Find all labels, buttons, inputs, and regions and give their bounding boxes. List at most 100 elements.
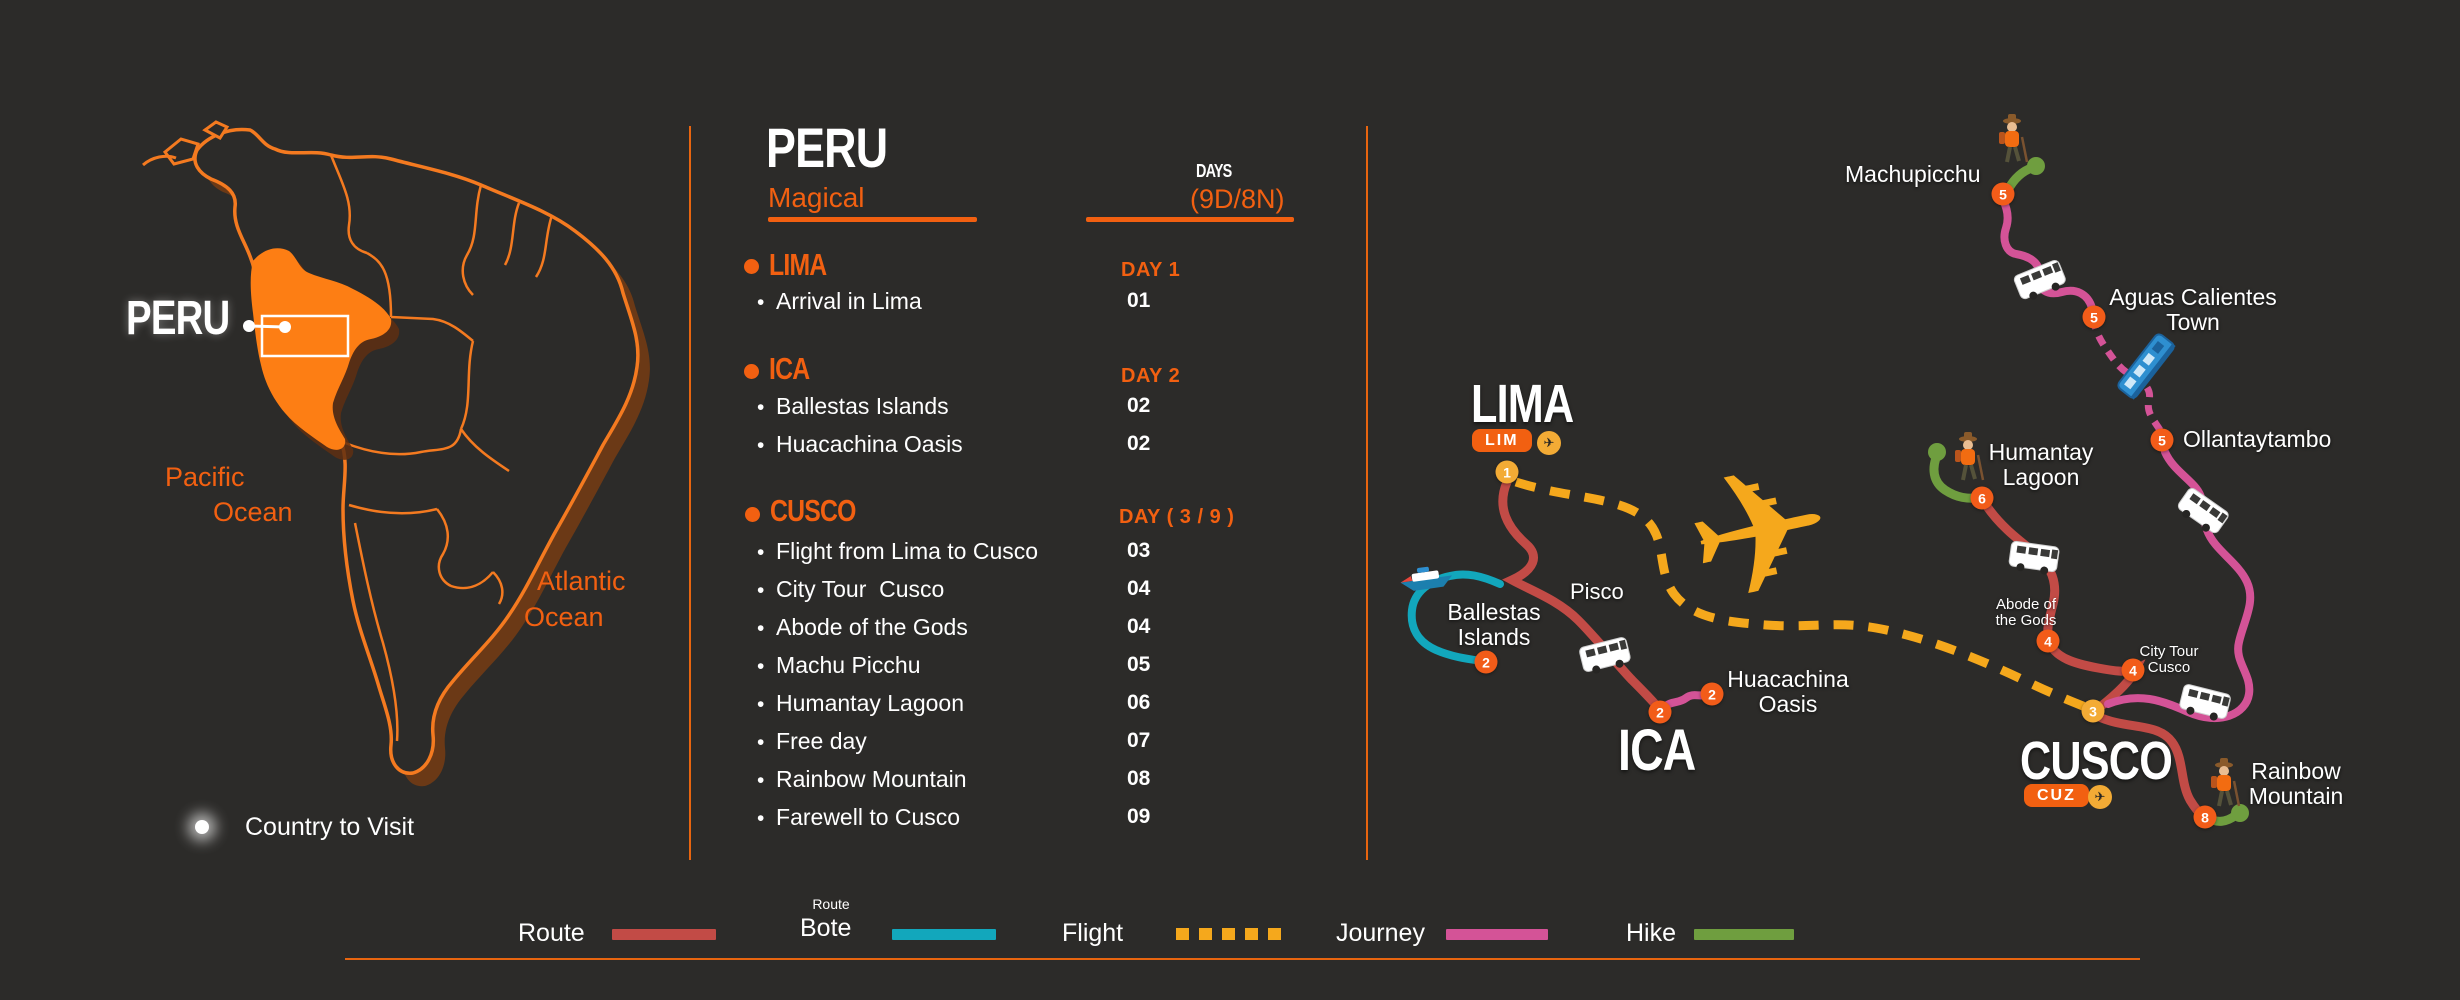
itinerary-item: Free day (757, 728, 867, 755)
itinerary-day-num: 04 (1127, 615, 1151, 638)
cusco-airport-code: CUZ (2024, 784, 2089, 808)
stop-label-line: Abode of (1995, 596, 2057, 613)
stop-label-line: the Gods (1995, 611, 2057, 629)
route-flight-dashed (1514, 477, 2090, 713)
stop-label-line: Town (2166, 309, 2220, 336)
badge-lima-1: 1 (1495, 460, 1519, 484)
itinerary-day-num: 05 (1127, 653, 1151, 676)
stop-label-humantay: Humantay Lagoon (1985, 439, 2097, 491)
stop-label-rainbow: Rainbow Mountain (2242, 758, 2350, 810)
stop-label-line: Ballestas (1447, 599, 1541, 625)
section-city-ica: ICA (769, 351, 810, 386)
itinerary-item: Rainbow Mountain (757, 766, 967, 793)
itinerary-day-num: 03 (1127, 539, 1151, 562)
itinerary-day-num: 04 (1127, 577, 1151, 600)
van-icon-abode (2008, 540, 2060, 575)
stop-label-line: Mountain (2248, 783, 2344, 810)
lima-plane-icon: ✈ (1537, 431, 1561, 455)
section-dot-lima (744, 259, 759, 274)
legend-flight-line (1176, 928, 1282, 940)
badge-ica-2: 2 (1648, 700, 1672, 724)
badge-city-tour-4: 4 (2121, 658, 2145, 682)
itinerary-item: Ballestas Islands (757, 393, 949, 420)
stop-label-line: Rainbow (2251, 758, 2341, 784)
route-map (1400, 114, 2255, 826)
section-dot-ica (744, 364, 759, 379)
route-train-dashed (2090, 320, 2163, 432)
stop-label-line: Humantay (1988, 439, 2094, 465)
days-header: DAYS (1196, 161, 1232, 181)
section-dot-cusco (745, 507, 760, 522)
itinerary-day-num: 09 (1127, 805, 1151, 828)
stop-label-line: Lagoon (2002, 464, 2080, 491)
itinerary-item: Machu Picchu (757, 652, 920, 679)
van-icon-pisco (1579, 637, 1631, 674)
atlantic-ocean-label-2: Ocean (524, 602, 604, 632)
itinerary-item: Farewell to Cusco (757, 804, 960, 831)
country-to-visit-dot (195, 820, 209, 834)
badge-ollantaytambo-5: 5 (2150, 428, 2174, 452)
badge-aguas-5: 5 (2082, 305, 2106, 329)
badge-machupicchu-5: 5 (1991, 182, 2015, 206)
peru-pointer-dot (243, 320, 255, 332)
stop-label-city-tour: City Tour Cusco (2136, 644, 2202, 676)
peru-fill (250, 248, 392, 450)
itinerary-item: City Tour Cusco (757, 576, 944, 603)
day-label-lima: DAY 1 (1121, 259, 1181, 281)
map-city-ica: ICA (1618, 718, 1696, 783)
stop-label-machupicchu: Machupicchu (1845, 161, 1981, 187)
legend-hike-label: Hike (1626, 919, 1677, 947)
itinerary-day-num: 01 (1127, 289, 1151, 312)
continent-outline (193, 127, 640, 775)
pacific-ocean-label-2: Ocean (213, 497, 293, 527)
route-red-lima-ica (1498, 477, 1665, 715)
itinerary-item: Humantay Lagoon (757, 690, 964, 717)
days-underline (1086, 217, 1294, 222)
cusco-plane-icon: ✈ (2088, 785, 2112, 809)
legend-journey-label: Journey (1336, 919, 1425, 947)
legend-hike-line (1694, 929, 1794, 940)
stop-label-abode: Abode of the Gods (1991, 597, 2061, 629)
days-value: (9D/8N) (1190, 184, 1285, 214)
peru-pointer-line (248, 324, 286, 329)
hiker-icon-humantay (1955, 432, 1985, 481)
itinerary-day-num: 07 (1127, 729, 1151, 752)
section-city-lima: LIMA (769, 247, 827, 282)
country-to-visit-label: Country to Visit (245, 813, 415, 841)
legend-journey-line (1446, 929, 1548, 940)
title-underline (768, 217, 977, 222)
day-label-cusco: DAY ( 3 / 9 ) (1119, 506, 1235, 528)
legend-bote-line (892, 929, 996, 940)
stop-label-ballestas: Ballestas Islands (1444, 599, 1544, 651)
itinerary-day-num: 02 (1127, 432, 1151, 455)
badge-abode-4: 4 (2036, 629, 2060, 653)
stop-label-line: Oasis (1758, 691, 1818, 718)
legend-flight-label: Flight (1062, 919, 1124, 947)
itinerary-item: Huacachina Oasis (757, 431, 963, 458)
route-journey-aguas-machu (1999, 196, 2096, 312)
hike-humantay (1928, 443, 1984, 503)
itinerary-day-num: 02 (1127, 394, 1151, 417)
itinerary-day-num: 08 (1127, 767, 1151, 790)
stop-label-aguas: Aguas Calientes Town (2108, 284, 2278, 336)
section-city-cusco: CUSCO (770, 493, 856, 528)
badge-ballestas-2: 2 (1474, 650, 1498, 674)
stop-label-line: Islands (1457, 624, 1531, 651)
stop-label-line: City Tour (2139, 643, 2199, 660)
badge-humantay-6: 6 (1970, 486, 1994, 510)
route-bote-teal (1407, 570, 1504, 665)
badge-rainbow-8: 8 (2193, 805, 2217, 829)
stop-label-pisco: Pisco (1570, 579, 1624, 604)
badge-cusco-3: 3 (2081, 699, 2105, 723)
van-icon-ollantaytambo (2177, 488, 2229, 534)
van-icon-cusco (2179, 684, 2231, 721)
itinerary-item: Flight from Lima to Cusco (757, 538, 1038, 565)
stop-label-huacachina: Huacachina Oasis (1722, 666, 1854, 718)
stop-label-line: Huacachina (1727, 666, 1849, 692)
panama-strip (142, 154, 177, 167)
day-label-ica: DAY 2 (1121, 365, 1181, 387)
itinerary-subtitle: Magical (768, 182, 865, 213)
legend-route-label: Route (518, 919, 585, 947)
